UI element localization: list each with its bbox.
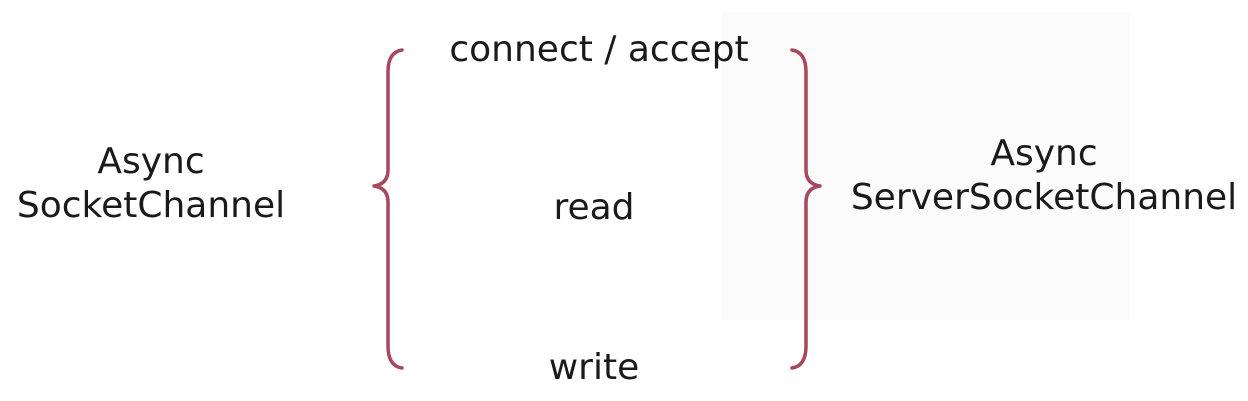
server-channel-label: Async ServerSocketChannel [844,132,1244,220]
client-channel-line1: Async [97,141,205,182]
connect-accept-label: connect / accept [449,29,749,70]
left-brace [372,48,404,370]
write-label: write [548,347,640,388]
read-label: read [553,187,635,228]
client-channel-label: Async SocketChannel [10,140,292,228]
right-brace [790,48,822,370]
server-channel-line2: ServerSocketChannel [850,177,1238,218]
server-channel-line1: Async [990,133,1098,174]
background-panel [722,12,1130,320]
client-channel-line2: SocketChannel [16,185,286,226]
